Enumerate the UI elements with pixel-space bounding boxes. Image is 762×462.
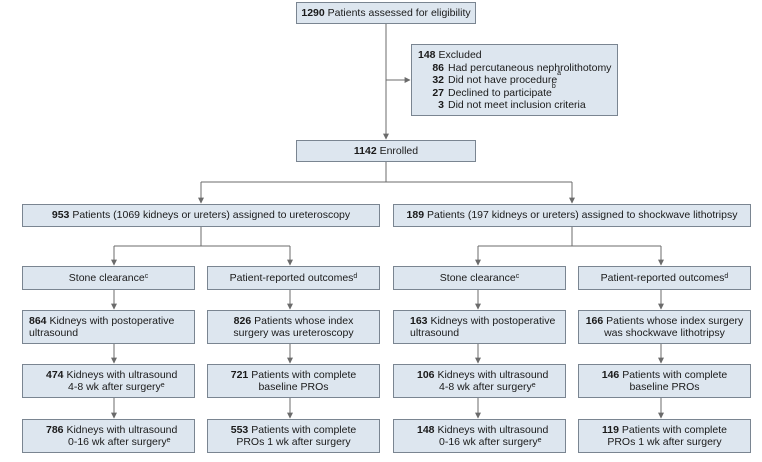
enrolled-label: Enrolled [379,144,419,157]
stone-step-box: 163 Kidneys with postoperative ultrasoun… [393,310,566,344]
pro-step-box: 166 Patients whose index surgery was sho… [578,310,751,344]
pro-step-box: 721 Patients with complete baseline PROs [207,364,380,398]
excluded-label: Excluded [438,49,482,61]
pro-step-box: 826 Patients whose index surgery was ure… [207,310,380,344]
assessed-count: 1290 [301,6,325,19]
pro-step-box: 119 Patients with complete PROs 1 wk aft… [578,419,751,453]
assessed-label: Patients assessed for eligibility [327,6,471,19]
stone-clearance-box: Stone clearancec [393,266,566,290]
pro-step-box: 553 Patients with complete PROs 1 wk aft… [207,419,380,453]
pro-step-box: 146 Patients with complete baseline PROs [578,364,751,398]
stone-step-box: 786 Kidneys with ultrasound 0-16 wk afte… [22,419,195,453]
stone-step-box: 148 Kidneys with ultrasound 0-16 wk afte… [393,419,566,453]
enrolled-box: 1142 Enrolled [296,140,476,162]
arm-ureteroscopy-box: 953 Patients (1069 kidneys or ureters) a… [22,204,380,227]
arm-swl-box: 189 Patients (197 kidneys or ureters) as… [393,204,751,227]
stone-step-box: 106 Kidneys with ultrasound 4-8 wk after… [393,364,566,398]
assessed-box: 1290 Patients assessed for eligibility [296,2,476,24]
pro-box: Patient-reported outcomesd [207,266,380,290]
pro-box: Patient-reported outcomesd [578,266,751,290]
stone-step-box: 474 Kidneys with ultrasound 4-8 wk after… [22,364,195,398]
stone-clearance-box: Stone clearancec [22,266,195,290]
excluded-count: 148 [418,49,436,61]
enrolled-count: 1142 [353,144,377,157]
stone-step-box: 864 Kidneys with postoperative ultrasoun… [22,310,195,344]
